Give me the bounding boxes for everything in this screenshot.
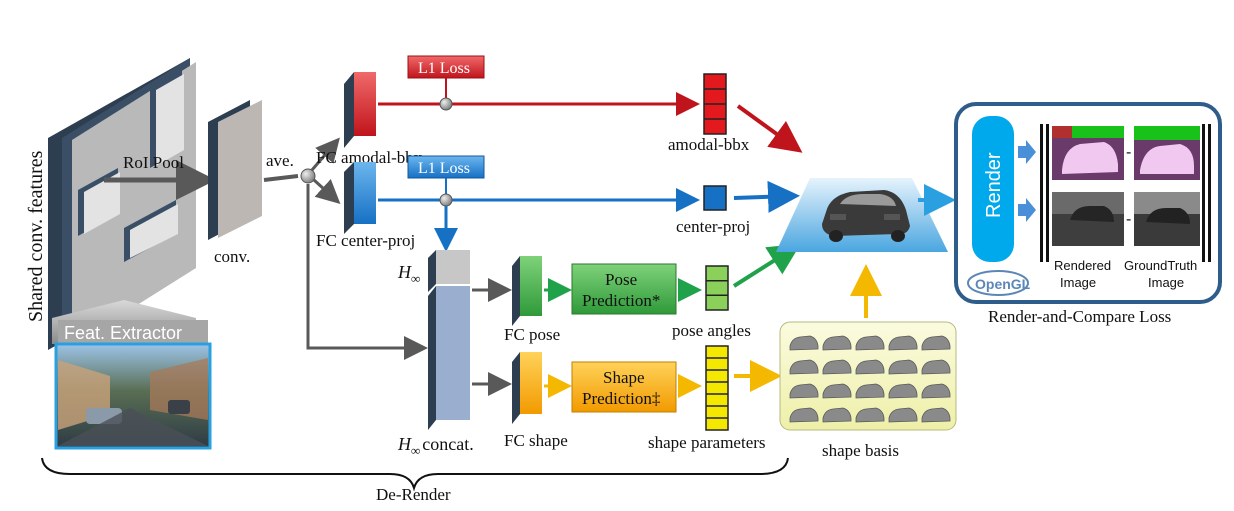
bar-left xyxy=(1040,124,1049,262)
rendered-image-line2: Image xyxy=(1060,275,1096,290)
conv-block xyxy=(208,100,262,240)
arrow-bottom-compare xyxy=(1018,198,1036,222)
shape-basis-car xyxy=(888,359,918,375)
input-photo xyxy=(54,342,212,450)
arrow-top-compare xyxy=(1018,140,1036,164)
shape-basis-car xyxy=(888,407,918,423)
rendered-car xyxy=(776,178,948,252)
fc-amodal-label: FC amodal-bbx xyxy=(316,148,423,167)
shape-basis-car xyxy=(921,383,951,399)
rendered-depth xyxy=(1052,192,1124,246)
shape-basis-car xyxy=(921,407,951,423)
ave-label: ave. xyxy=(266,151,294,170)
minus-top: - xyxy=(1126,144,1131,161)
shape-basis-car xyxy=(855,359,885,375)
center-proj-vector xyxy=(703,185,727,211)
fc-shape-label: FC shape xyxy=(504,431,568,450)
shape-basis-car xyxy=(921,335,951,351)
conv-label: conv. xyxy=(214,247,250,266)
h-inf-label: H∞ xyxy=(397,262,420,286)
fc-center-label: FC center-proj xyxy=(316,231,415,250)
render-label: Render xyxy=(983,152,1005,218)
shared-features-block xyxy=(48,58,196,350)
shape-basis-car xyxy=(888,383,918,399)
feat-extractor-label: Feat. Extractor xyxy=(64,323,182,343)
center-proj-label: center-proj xyxy=(676,217,750,236)
pose-prediction-line1: Pose xyxy=(605,270,637,289)
center-node xyxy=(439,193,453,207)
l1-loss-mid-label: L1 Loss xyxy=(418,160,470,177)
render-button xyxy=(972,116,1014,262)
feat-extractor-banner xyxy=(58,320,208,344)
pose-angles-label: pose angles xyxy=(672,321,751,340)
pose-prediction-box xyxy=(571,263,677,315)
shape-prediction-line2: Prediction‡ xyxy=(582,389,660,408)
minus-bottom: - xyxy=(1126,211,1131,228)
bar-right xyxy=(1202,124,1211,262)
l1-loss-top-label: L1 Loss xyxy=(418,60,470,77)
de-render-brace xyxy=(41,457,789,492)
opengl-label: OpenGL xyxy=(975,276,1031,292)
shape-basis-car xyxy=(789,335,819,351)
shape-basis-car xyxy=(789,407,819,423)
conv-to-ave-arrow xyxy=(263,174,299,182)
roi-pool-label: RoI Pool xyxy=(123,153,184,172)
shape-params-vector xyxy=(705,345,729,431)
shape-basis-car xyxy=(822,359,852,375)
shape-basis-label: shape basis xyxy=(822,441,899,460)
amodal-to-render-arrow xyxy=(736,104,803,153)
center-to-render-arrow xyxy=(733,180,800,213)
pose-to-render-arrow xyxy=(732,243,801,288)
rendered-image-line1: Rendered xyxy=(1054,258,1111,273)
rendered-segmentation xyxy=(1052,126,1124,180)
shape-basis-car xyxy=(921,359,951,375)
shape-basis-cars xyxy=(789,335,951,423)
shape-basis-car xyxy=(822,407,852,423)
ave-node xyxy=(300,168,316,184)
shape-prediction-line1: Shape xyxy=(603,368,645,387)
shape-basis-car xyxy=(789,383,819,399)
pose-angles-vector xyxy=(705,265,729,311)
fc-shape-block xyxy=(512,352,542,424)
h-inf-block xyxy=(428,250,470,292)
shape-basis-car xyxy=(789,359,819,375)
shape-basis-car xyxy=(855,383,885,399)
ave-to-concat xyxy=(306,184,428,360)
gt-image-line2: Image xyxy=(1148,275,1184,290)
gt-depth xyxy=(1134,192,1200,246)
h-concat-block xyxy=(428,286,470,430)
shape-params-label: shape parameters xyxy=(648,433,766,452)
pose-prediction-line2: Prediction* xyxy=(582,291,660,310)
fc-pose-block xyxy=(512,256,542,326)
ave-to-center xyxy=(312,178,341,205)
de-render-label: De-Render xyxy=(376,485,451,504)
opengl-logo xyxy=(967,270,1029,296)
render-compare-label: Render-and-Compare Loss xyxy=(988,307,1171,326)
ave-to-amodal xyxy=(310,137,340,171)
shape-basis-car xyxy=(822,383,852,399)
h-concat-label: H∞concat. xyxy=(397,434,474,458)
shape-basis-car xyxy=(855,335,885,351)
shape-basis-car xyxy=(855,407,885,423)
shape-basis-car xyxy=(888,335,918,351)
shape-prediction-box xyxy=(571,361,677,413)
fc-amodal-block xyxy=(344,72,376,148)
shape-basis-car xyxy=(822,335,852,351)
amodal-node xyxy=(439,97,453,111)
fc-pose-label: FC pose xyxy=(504,325,560,344)
gt-segmentation xyxy=(1134,126,1200,180)
shared-features-label: Shared conv. features xyxy=(25,150,47,322)
amodal-bbx-vector xyxy=(703,73,727,135)
amodal-bbx-label: amodal-bbx xyxy=(668,135,750,154)
gt-image-line1: GroundTruth xyxy=(1124,258,1197,273)
fc-center-block xyxy=(344,162,376,234)
